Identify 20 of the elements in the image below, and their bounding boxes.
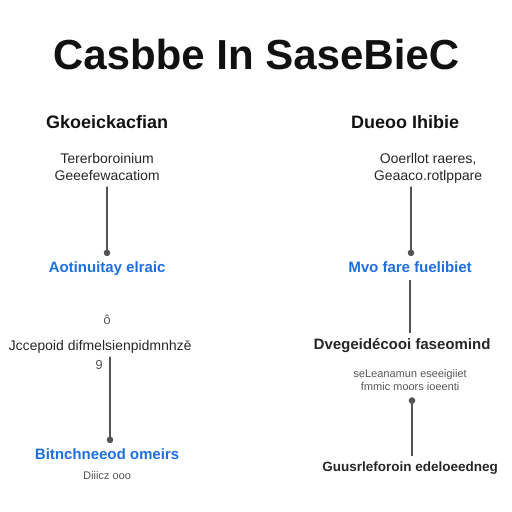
column-heading: Dueoo Ihibie (351, 112, 459, 134)
note-text: seLeanamun eseeigiiet fmmic moors ioeenti (346, 368, 474, 394)
highlight-text: Bitnchneeod omeirs (34, 446, 180, 464)
connector-line (106, 356, 114, 443)
step-text: Jccepoid difmelsienpidmnhzē (8, 337, 192, 354)
highlight-text: Aotinuitay elraic (48, 259, 166, 277)
column-heading: Gkoeickacfian (46, 112, 168, 134)
connector-line (104, 186, 110, 256)
step-text: Tererboroinium Geeefewacatiom (48, 150, 166, 184)
step-text: Ooerllot raeres, Geaaco.rotlppare (363, 150, 493, 184)
step-text: Dvegeidécooi faseomind (314, 336, 490, 354)
step-text: Guusrleforoin edeloeedneg (322, 459, 498, 476)
caption-text: Diiicz ooo (83, 470, 131, 484)
symbol-mark: ô (103, 312, 111, 328)
connector-line (408, 397, 416, 456)
connector-line (409, 280, 411, 333)
symbol-mark: 9 (95, 357, 103, 373)
connector-line (408, 186, 414, 256)
highlight-text: Mvo fare fuelibiet (348, 259, 472, 277)
diagram-title: Casbbe In SaseBieC (52, 30, 460, 80)
